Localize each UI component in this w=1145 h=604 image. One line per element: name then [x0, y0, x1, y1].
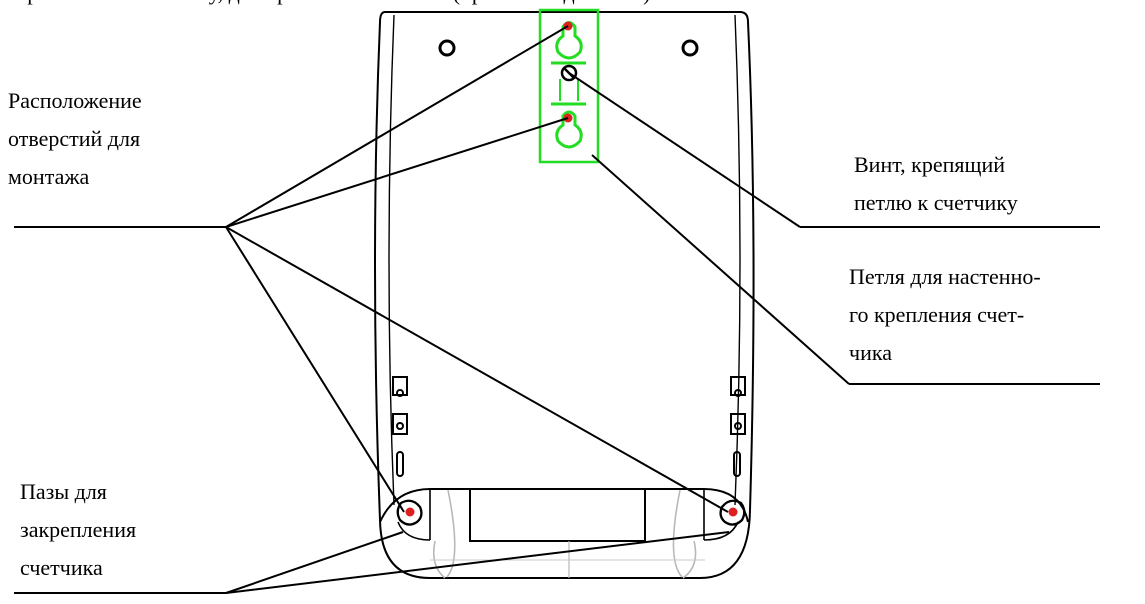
upper-keyhole-icon [555, 21, 583, 60]
lower-keyhole-icon [555, 110, 583, 149]
screw-leader [568, 72, 801, 228]
terminal-window [469, 488, 646, 542]
loop-line-2: го крепления счет- [849, 302, 1025, 327]
left-side-slot [392, 413, 408, 435]
holes-leader [225, 226, 729, 513]
bottom-cover-outline [379, 488, 749, 523]
slots-line-2: закрепления [20, 517, 137, 542]
loop-line-1: Петля для настенно- [849, 264, 1041, 289]
wall-bracket-highlight [538, 8, 600, 164]
slots-leader [225, 531, 404, 594]
right-side-slot-hole [734, 422, 742, 430]
meter-body-outline [374, 11, 755, 579]
loop-line-3: чика [849, 340, 892, 365]
right-side-slot-hole [734, 389, 742, 397]
top-right-hole-icon [681, 39, 699, 57]
slots-label: Пазы для закрепления счетчика [20, 473, 136, 587]
slots-line-3: счетчика [20, 555, 103, 580]
slots-line-1: Пазы для [20, 479, 107, 504]
slots-leader [225, 531, 730, 594]
meter-body-inner-right [734, 14, 741, 506]
top-left-hole-icon [438, 39, 456, 57]
mount-holes-line-2: отверстий для [8, 126, 141, 151]
left-side-slot [392, 376, 408, 396]
left-side-slot-hole [396, 422, 404, 430]
bottom-cover-inner-left [397, 489, 431, 541]
holes-leader [225, 25, 569, 228]
cover-gray-outline [446, 489, 683, 578]
screw-line-2: петлю к счетчику [854, 190, 1018, 215]
mount-holes-line-1: Расположение [8, 88, 142, 113]
red-marker-icon [728, 507, 738, 517]
left-side-slot-hole [396, 389, 404, 397]
left-oval-slot [396, 451, 404, 477]
right-oval-slot [733, 451, 741, 477]
top-caption-fragment: ...крепления к счетчику, для крепления н… [0, 0, 1145, 8]
bottom-left-slot-icon [396, 499, 423, 526]
cover-gray-outline [432, 540, 697, 579]
loop-leader [591, 154, 850, 385]
screw-label: Винт, крепящий петлю к счетчику [854, 146, 1018, 222]
screw-line-1: Винт, крепящий [854, 152, 1006, 177]
right-side-slot [730, 413, 746, 435]
mount-holes-label: Расположение отверстий для монтажа [8, 82, 142, 196]
holes-leader [225, 226, 405, 513]
mount-holes-line-3: монтажа [8, 164, 90, 189]
red-marker-icon [405, 507, 415, 517]
loop-label: Петля для настенно- го крепления счет- ч… [849, 258, 1041, 372]
holes-leader [225, 117, 569, 228]
bottom-right-slot-icon [719, 499, 746, 526]
meter-body-inner-left [388, 14, 395, 506]
